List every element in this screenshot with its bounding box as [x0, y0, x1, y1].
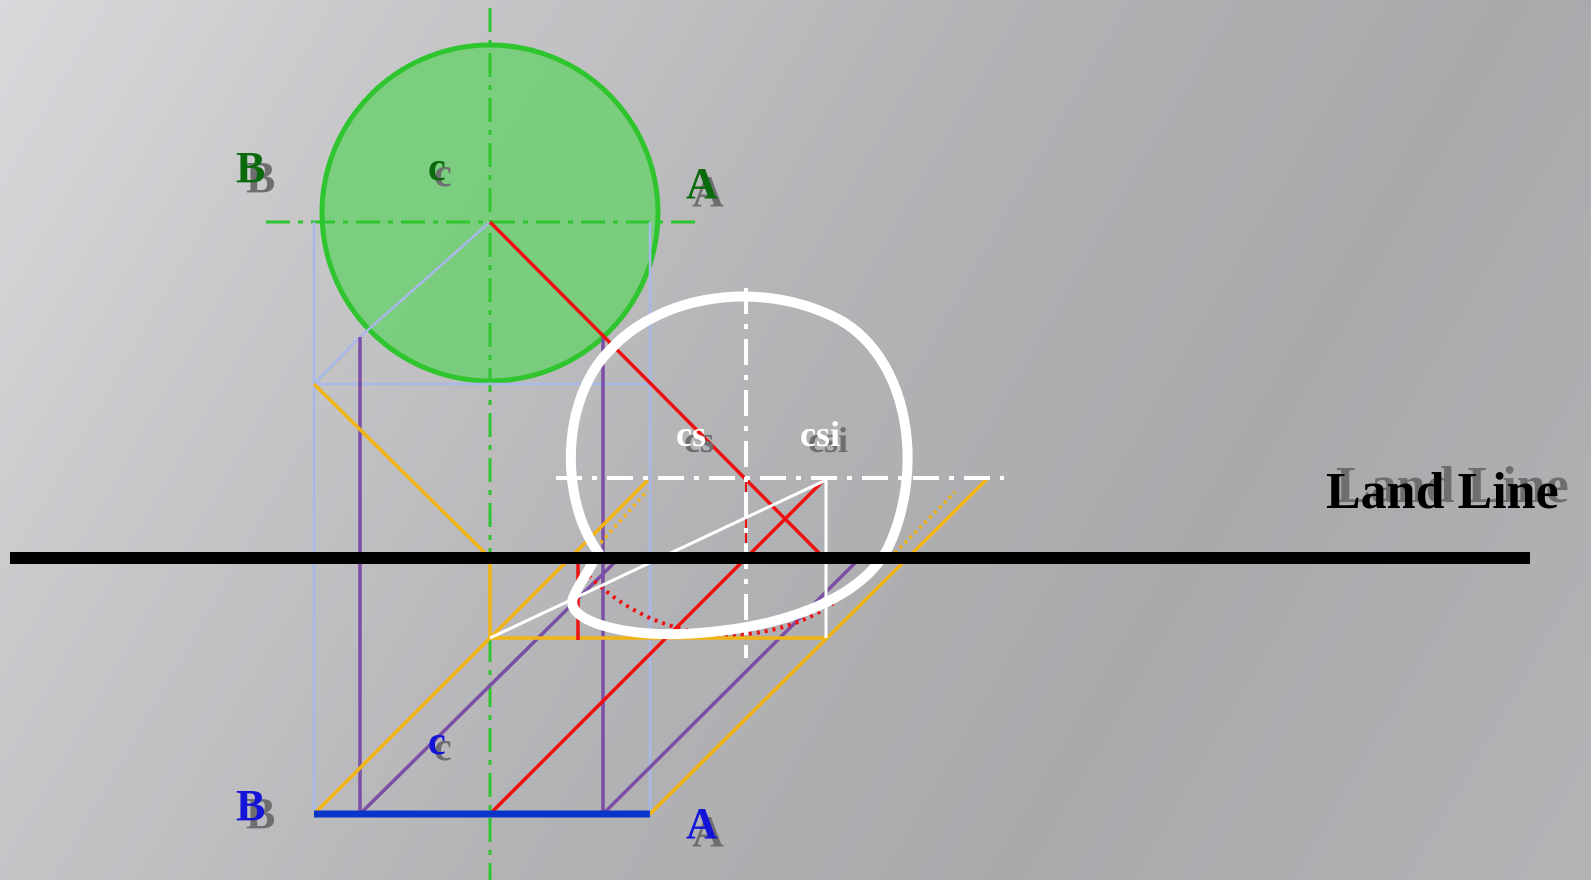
land-line-label-group: Land Line Land Line — [1326, 457, 1569, 520]
front-view-label-a: A — [686, 799, 718, 848]
front-view-label-b: B — [236, 781, 265, 830]
section-label-csi: csi — [800, 414, 840, 454]
svg-text:A: A — [692, 807, 724, 856]
top-view-labels: B B c c A A — [236, 143, 724, 216]
svg-text:cs: cs — [684, 420, 714, 460]
svg-text:Land Line: Land Line — [1336, 457, 1569, 514]
top-view-label-a: A — [686, 159, 718, 208]
section-label-cs: cs — [676, 414, 706, 454]
top-view-label-c: c — [428, 144, 446, 189]
svg-text:B: B — [246, 153, 275, 202]
front-view-labels: B B c c A A — [236, 718, 724, 856]
top-view-label-b: B — [236, 143, 265, 192]
section-outline — [565, 291, 913, 640]
svg-text:A: A — [692, 167, 724, 216]
svg-text:c: c — [434, 724, 452, 769]
front-view-label-c: c — [428, 718, 446, 763]
section-labels: cs cs csi csi — [676, 414, 848, 460]
svg-text:csi: csi — [808, 420, 848, 460]
land-line-label: Land Line — [1326, 463, 1559, 520]
svg-text:c: c — [434, 150, 452, 195]
svg-text:B: B — [246, 789, 275, 838]
